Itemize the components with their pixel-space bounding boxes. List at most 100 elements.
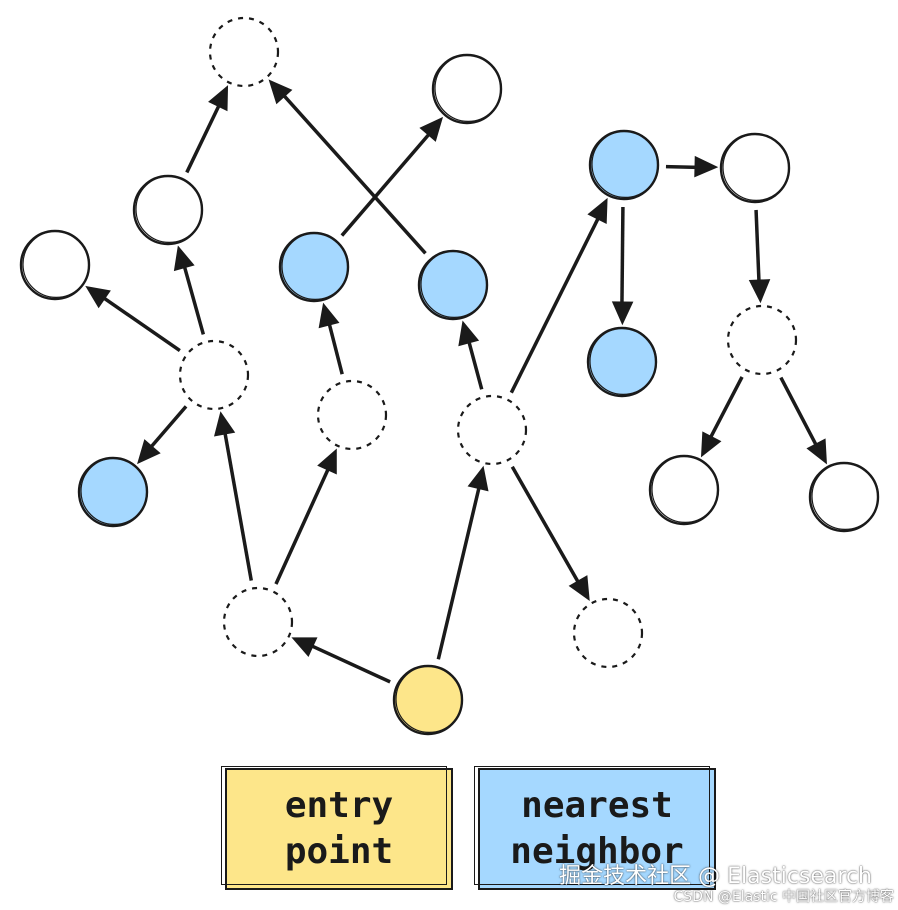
arrowhead — [173, 245, 195, 272]
arrowhead — [85, 285, 111, 309]
node-circle — [178, 339, 250, 411]
node-circle — [726, 304, 798, 376]
edge-line — [276, 462, 333, 585]
node-nearest — [588, 129, 660, 201]
edge-line — [180, 259, 204, 335]
edge-line — [146, 406, 188, 454]
legend-entry-point: entry point — [221, 766, 453, 890]
arrowhead — [317, 448, 337, 475]
legend-entry-line2: point — [284, 831, 394, 872]
edge-line — [779, 377, 820, 453]
legend-nearest-line2: neighbor — [510, 831, 684, 872]
legend-entry-line1: entry — [284, 785, 394, 826]
edge-line — [327, 316, 344, 375]
node-sketch-ring — [281, 232, 350, 301]
node-circle — [316, 379, 388, 451]
arrowhead — [419, 116, 444, 142]
arrowhead — [700, 431, 722, 458]
node-circle — [222, 586, 294, 658]
watermark-sub: CSDN @Elastic 中国社区官方博客 — [673, 889, 895, 905]
edge-n20-n7 — [509, 197, 608, 394]
edge-line — [185, 98, 223, 173]
node-dashed — [572, 597, 644, 669]
edge-n13-n15 — [700, 376, 744, 458]
edge-n20-n18 — [510, 465, 590, 602]
node-empty — [19, 229, 91, 301]
edge-line — [223, 425, 253, 581]
edge-n13-n16 — [779, 376, 827, 465]
node-nearest — [586, 326, 658, 398]
edge-line — [755, 209, 761, 289]
edge-n17-n9 — [214, 411, 253, 581]
edge-line — [511, 211, 603, 394]
edge-line — [620, 206, 623, 310]
edge-n7-n10 — [611, 206, 634, 326]
node-circle — [572, 597, 644, 669]
edge-line — [304, 642, 391, 684]
edge-n6-n1 — [268, 79, 427, 255]
edge-line — [467, 334, 484, 390]
edge-n20-n6 — [458, 320, 484, 390]
edge-line — [436, 480, 482, 660]
node-sketch-ring — [651, 455, 720, 524]
arrowhead — [568, 575, 590, 602]
arrowhead — [806, 438, 827, 465]
edge-line — [754, 209, 760, 289]
edge-line — [780, 376, 821, 452]
node-dashed — [726, 304, 798, 376]
node-nearest — [278, 231, 350, 303]
edge-n19-n17 — [291, 637, 391, 684]
arrowhead — [611, 301, 634, 326]
edge-n3-n1 — [185, 85, 229, 174]
node-empty — [431, 53, 503, 125]
edge-n9-n14 — [137, 405, 188, 465]
edge-line — [182, 259, 206, 335]
edge-line — [705, 376, 742, 444]
node-sketch-ring — [80, 457, 149, 526]
arrowhead — [214, 411, 236, 437]
node-circle — [208, 16, 280, 88]
node-sketch-ring — [589, 327, 658, 396]
arrowhead — [694, 155, 719, 178]
node-sketch-ring — [811, 462, 880, 531]
arrowhead — [467, 465, 489, 492]
node-empty — [808, 461, 880, 533]
nodes-layer — [19, 16, 880, 736]
edge-line — [465, 334, 483, 390]
node-sketch-ring — [722, 133, 791, 202]
edge-line — [186, 99, 224, 174]
arrowhead — [318, 302, 340, 329]
edge-line — [279, 89, 427, 254]
edge-line — [707, 376, 744, 445]
edge-line — [305, 641, 391, 682]
edge-n7-n8 — [665, 155, 719, 178]
node-dashed — [222, 586, 294, 658]
edge-line — [97, 293, 181, 353]
edge-line — [145, 405, 186, 453]
node-nearest-dashed — [456, 394, 528, 466]
edge-line — [340, 127, 434, 236]
arrowhead — [748, 279, 771, 304]
legend-nearest-neighbor: nearest neighbor — [474, 766, 716, 890]
node-nearest — [77, 456, 149, 528]
node-empty — [132, 174, 204, 246]
arrowhead — [587, 197, 608, 224]
edge-line — [509, 211, 602, 393]
edge-line — [274, 461, 332, 585]
arrowhead — [458, 320, 480, 347]
edge-n5-n2 — [340, 116, 444, 237]
node-sketch-ring — [395, 665, 464, 734]
edge-line — [277, 89, 426, 255]
node-entry — [392, 664, 464, 736]
edge-line — [438, 480, 483, 660]
node-sketch-ring — [22, 230, 91, 299]
edge-n17-n11 — [274, 448, 337, 585]
node-empty — [719, 132, 791, 204]
node-dashed — [178, 339, 250, 411]
edge-line — [621, 206, 625, 311]
edge-line — [510, 466, 582, 590]
edge-n19-n20 — [436, 465, 489, 660]
arrowhead — [268, 79, 293, 105]
arrowhead — [291, 637, 318, 658]
